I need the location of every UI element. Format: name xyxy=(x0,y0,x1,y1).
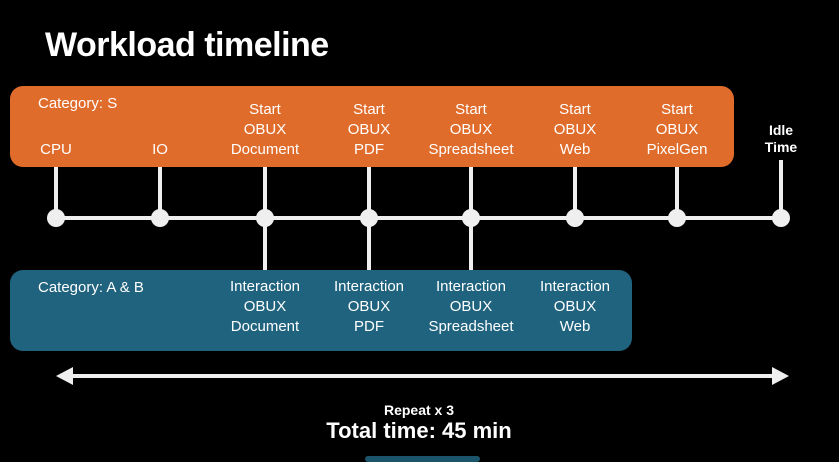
workload-item-start-pdf: Start OBUX PDF xyxy=(347,101,391,158)
category-s-label: Category: S xyxy=(38,95,118,112)
connector-idle-time xyxy=(779,160,783,218)
connector-cpu xyxy=(54,167,58,218)
category-s-band: Category: S xyxy=(10,86,734,167)
workload-item-start-document: Start OBUX Document xyxy=(230,101,300,158)
workload-item-start-pixelgen: Start OBUX PixelGen xyxy=(646,101,708,158)
bottom-accent-bar xyxy=(365,456,480,462)
timeline-node-spreadsheet xyxy=(462,209,480,227)
workload-item-io: IO xyxy=(152,141,168,158)
connector-io xyxy=(158,167,162,218)
timeline-node-pdf xyxy=(360,209,378,227)
connector-start-document xyxy=(263,167,267,218)
timeline-node-io xyxy=(151,209,169,227)
workload-item-interaction-web: Interaction OBUX Web xyxy=(539,278,611,335)
workload-item-start-web: Start OBUX Web xyxy=(553,101,597,158)
connector-interaction-document xyxy=(263,218,267,270)
connector-interaction-spreadsheet xyxy=(469,218,473,270)
arrow-right-head-icon xyxy=(772,367,789,385)
repeat-label: Repeat x 3 xyxy=(383,402,455,418)
timeline-node-pixelgen xyxy=(668,209,686,227)
arrow-left-head-icon xyxy=(56,367,73,385)
idle-time-label: Idle Time xyxy=(764,122,798,155)
timeline-node-idle xyxy=(772,209,790,227)
workload-item-cpu: CPU xyxy=(40,141,72,158)
timeline-node-cpu xyxy=(47,209,65,227)
connector-start-pdf xyxy=(367,167,371,218)
timeline-axis xyxy=(56,216,781,220)
timeline-node-document xyxy=(256,209,274,227)
category-ab-band: Category: A & B xyxy=(10,270,632,351)
connector-start-pixelgen xyxy=(675,167,679,218)
workload-item-interaction-document: Interaction OBUX Document xyxy=(229,278,301,335)
arrow-shaft xyxy=(70,374,776,378)
category-ab-label: Category: A & B xyxy=(38,279,144,296)
slide-title: Workload timeline xyxy=(45,26,329,64)
workload-item-start-spreadsheet: Start OBUX Spreadsheet xyxy=(428,101,514,158)
connector-start-spreadsheet xyxy=(469,167,473,218)
connector-interaction-pdf xyxy=(367,218,371,270)
connector-start-web xyxy=(573,167,577,218)
workload-item-interaction-spreadsheet: Interaction OBUX Spreadsheet xyxy=(428,278,514,335)
timeline-node-web xyxy=(566,209,584,227)
total-time-label: Total time: 45 min xyxy=(326,418,512,443)
workload-item-interaction-pdf: Interaction OBUX PDF xyxy=(333,278,405,335)
